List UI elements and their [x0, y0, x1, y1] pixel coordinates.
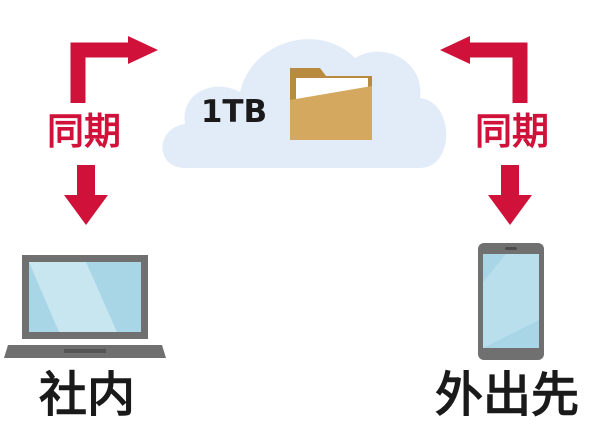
sync-left-arrow-down [64, 165, 108, 225]
office-label: 社内 [38, 367, 135, 423]
sync-label-left: 同期 [47, 110, 121, 153]
folder-icon [290, 68, 372, 140]
storage-capacity-label: 1TB [200, 94, 268, 130]
sync-label-right: 同期 [475, 110, 549, 153]
sync-right-arrow-down [488, 165, 532, 225]
sync-right-arrow-up [440, 36, 528, 103]
smartphone-icon [478, 243, 544, 360]
laptop-icon [4, 255, 166, 358]
sync-left-arrow-up [70, 36, 158, 103]
remote-label: 外出先 [434, 367, 579, 423]
